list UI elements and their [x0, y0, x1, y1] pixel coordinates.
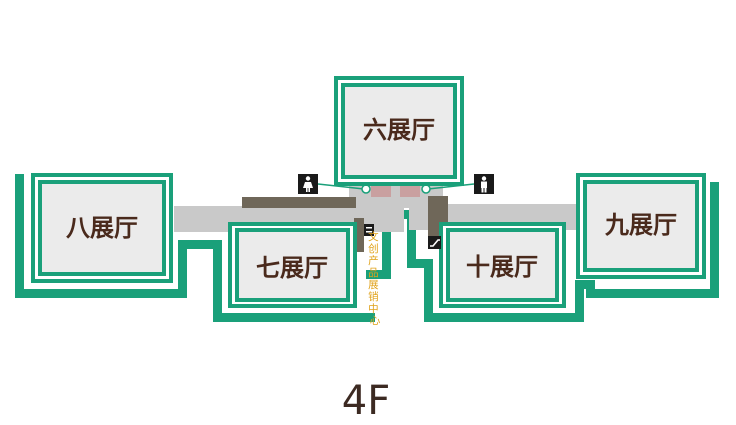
center-notch-step [407, 259, 431, 268]
hall-7[interactable]: 七展厅 [228, 222, 357, 308]
shop-char-3: 产 [368, 254, 379, 267]
shop-char-4: 品 [368, 267, 379, 279]
male-restroom-pointer [427, 183, 475, 190]
shop-char-2: 创 [368, 242, 379, 255]
hall-10-label: 十展厅 [466, 252, 538, 281]
left-bottom-wall [15, 289, 187, 298]
escalator-icon[interactable] [428, 236, 441, 249]
lobby-block-left [371, 184, 391, 197]
male-restroom-icon[interactable] [474, 174, 494, 194]
left-link-wall [178, 240, 222, 249]
hall10-outer-left-wall [424, 259, 433, 322]
hall-9[interactable]: 九展厅 [576, 173, 706, 279]
shop-char-7: 中 [368, 302, 379, 315]
shop-char-1: 文 [368, 230, 379, 243]
right-bottom-wall [586, 289, 719, 298]
hall-8-label: 八展厅 [66, 213, 138, 242]
right-outer-wall [710, 182, 719, 298]
hall7-outer-bottom-wall [213, 313, 375, 322]
center-notch-left [382, 210, 391, 278]
hall-8[interactable]: 八展厅 [31, 173, 173, 283]
hall7-outer-left-wall [213, 240, 222, 320]
left-inner-wall [178, 240, 187, 298]
shop-label: 文 创 产 品 展 销 中 心 [368, 230, 382, 327]
shop-char-8: 心 [370, 315, 381, 327]
female-restroom-pointer [317, 183, 365, 190]
hall10-outer-bottom-wall [424, 313, 584, 322]
left-dark-wall [242, 197, 356, 208]
elevator-icon[interactable] [361, 184, 431, 194]
hall-10[interactable]: 十展厅 [439, 222, 566, 308]
center-dark-wall [354, 218, 364, 252]
hall10-outer-right-wall [575, 280, 584, 322]
center-notch-right [407, 210, 416, 268]
hall-7-label: 七展厅 [256, 253, 328, 282]
lobby-block-right [400, 184, 420, 197]
female-restroom-icon[interactable] [298, 174, 318, 194]
hall-6[interactable]: 六展厅 [334, 76, 464, 186]
center-step-left [366, 270, 391, 279]
shop-char-6: 销 [368, 290, 379, 303]
floor-label: 4F [342, 378, 390, 424]
hall-6-label: 六展厅 [363, 115, 435, 144]
right-link-wall [575, 280, 595, 289]
hall-9-label: 九展厅 [604, 210, 677, 239]
shop-char-5: 展 [368, 279, 379, 291]
info-marker-icon [364, 224, 374, 236]
left-outer-wall [15, 174, 24, 298]
